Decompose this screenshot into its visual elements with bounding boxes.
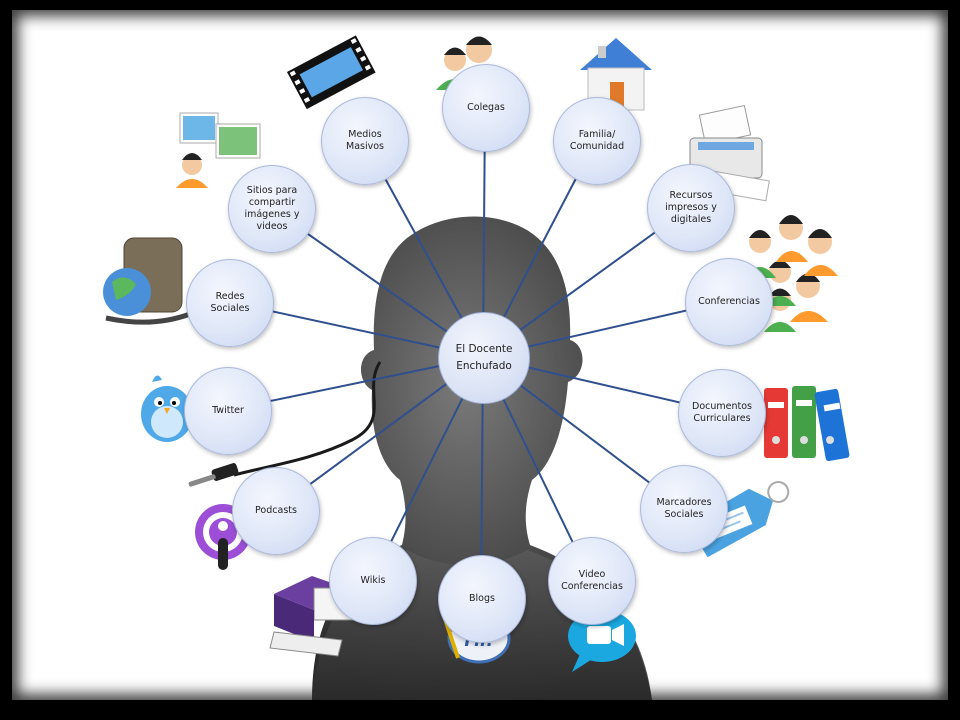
node-sitios: Sitios para compartir imágenes y videos [228,165,316,253]
node-twitter: Twitter [184,367,272,455]
node-blogs: Blogs [438,555,526,643]
twitter-bird-icon [141,375,193,442]
node-recursos: Recursos impresos y digitales [647,164,735,252]
node-redes-sociales: Redes Sociales [186,259,274,347]
podcast-icon [195,504,251,570]
center-node: El Docente Enchufado [438,312,530,404]
node-familia: Familia/ Comunidad [553,97,641,185]
binders-icon [764,386,850,462]
film-strip-icon [287,35,376,110]
node-marcadores: Marcadores Sociales [640,465,728,553]
node-documentos: Documentos Curriculares [678,369,766,457]
node-wikis: Wikis [329,537,417,625]
node-podcasts: Podcasts [232,467,320,555]
node-video-conferencias: Video Conferencias [548,537,636,625]
people-group-icon [744,215,838,332]
node-colegas: Colegas [442,64,530,152]
node-conferencias: Conferencias [685,258,773,346]
photos-icon [176,112,261,188]
node-medios-masivos: Medios Masivos [321,97,409,185]
globe-backpack-icon [103,237,191,325]
